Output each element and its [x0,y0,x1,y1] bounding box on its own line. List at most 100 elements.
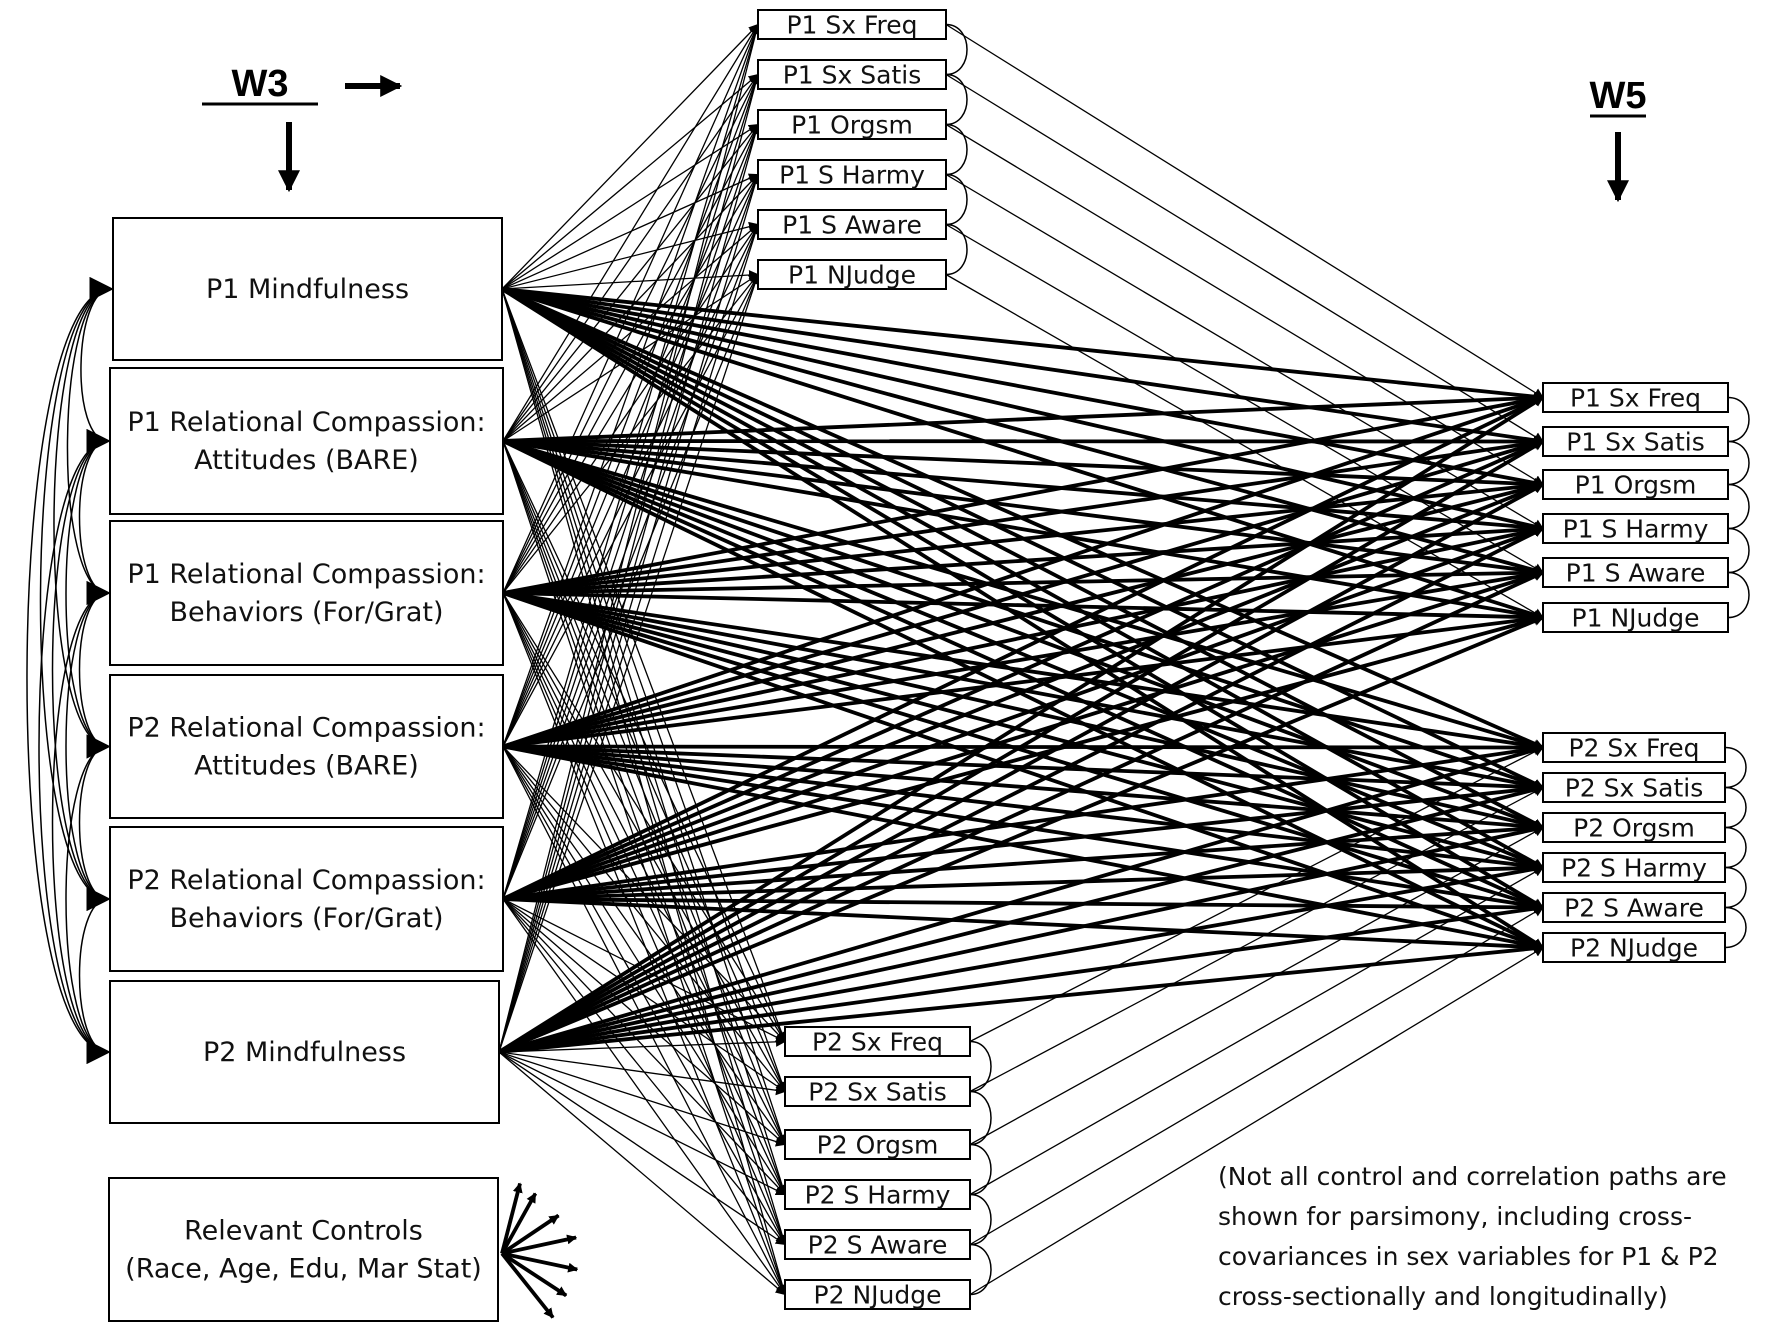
stability-p2-5 [969,906,1544,1246]
path-pred1-w3p2-1 [501,288,787,1043]
path-pred4-w3p1-2 [502,73,760,747]
path-pred1-w5p1-4 [501,287,1544,532]
residual-cov-0-2 [945,123,968,176]
predictor-cov-1-5 [39,277,114,911]
predictor-p1-beh-label-2: Behaviors (For/Grat) [169,597,443,628]
residual-cov-2-1 [1727,440,1750,486]
w3-p2-outcome-4-label: P2 S Harmy [805,1181,951,1210]
path-pred1-w3p1-1 [501,23,759,290]
path-pred3-w5p1-4 [502,524,1544,595]
path-pred3-w3p2-6 [502,592,787,1296]
path-pred4-w5p1-6 [502,613,1544,749]
stability-p1-5 [945,223,1544,574]
controls-box-label-1: Relevant Controls [184,1216,423,1247]
path-pred5-w5p2-2 [502,783,1544,901]
path-edges [497,23,1545,1319]
w5-p1-outcome-1: P1 Sx Freq [1542,382,1729,413]
w3-p1-outcome-5-label: P1 S Aware [782,211,922,240]
residual-cov-3-2 [1724,826,1747,869]
w5-p2-outcome-3: P2 Orgsm [1542,812,1726,843]
path-pred6-w5p2-2 [498,784,1544,1054]
note-line-1: (Not all control and correlation paths a… [1218,1162,1727,1191]
w5-p2-outcome-4-frame [1542,852,1726,883]
residual-cov-3-3 [1724,866,1747,909]
path-pred1-w5p1-3 [501,287,1544,488]
control-arrow-4 [501,1234,578,1256]
path-pred1-w3p2-2 [501,288,787,1093]
residual-cov-0-0 [945,23,968,76]
path-pred3-w5p1-5 [502,567,1544,595]
path-pred5-w3p1-4 [502,173,760,900]
path-pred5-w5p1-3 [502,482,1544,901]
predictor-p2-beh-label-1: P2 Relational Compassion: [127,865,485,896]
path-pred6-w3p2-5 [498,1051,786,1246]
predictor-p1-beh-label-1: P1 Relational Compassion: [127,559,485,590]
path-pred4-w5p2-3 [502,744,1544,832]
path-pred4-w5p1-2 [502,439,1544,749]
path-pred5-w5p1-6 [502,615,1544,901]
w3-label: W3 [232,63,289,105]
path-pred6-w3p1-6 [498,273,760,1053]
predictor-p1-att: P1 Relational Compassion:Attitudes (BARE… [109,367,504,515]
path-pred6-w3p2-2 [498,1051,786,1096]
path-pred6-w3p2-1 [498,1036,786,1053]
w3-p2-outcome-3-frame [784,1129,971,1160]
controls-box-frame [108,1177,499,1322]
residual-cov-3-1 [1724,786,1747,829]
w3-p1-outcome-3-frame [757,109,947,140]
w5-p1-outcome-4-frame [1542,513,1729,544]
path-pred3-w5p2-6 [502,591,1544,950]
path-pred1-w5p1-2 [501,287,1544,446]
w3-p2-outcome-2: P2 Sx Satis [784,1076,971,1107]
path-pred6-w3p2-3 [498,1051,786,1147]
path-pred4-w5p2-6 [502,744,1544,951]
note-line-2: shown for parsimony, including cross- [1218,1202,1692,1231]
note-line-3: covariances in sex variables for P1 & P2 [1218,1242,1719,1271]
w3-p2-outcome-2-label: P2 Sx Satis [808,1078,947,1107]
w3-p1-outcome-1: P1 Sx Freq [757,9,947,40]
w5-p2-outcome-3-frame [1542,812,1726,843]
path-pred5-w5p2-3 [502,823,1544,901]
w5-p2-outcome-1-frame [1542,732,1726,763]
residual-cov-2-4 [1727,571,1750,619]
stability-p2-4 [969,866,1544,1196]
path-pred5-w3p2-2 [502,898,786,1093]
w5-p1-outcome-2: P1 Sx Satis [1542,426,1729,457]
residual-cov-2-0 [1727,396,1750,443]
w3-p1-outcome-5: P1 S Aware [757,209,947,240]
w3-p1-outcome-4: P1 S Harmy [757,159,947,190]
path-pred6-w5p1-3 [498,482,1544,1054]
w3-p2-outcome-6-frame [784,1279,971,1310]
w5-p2-outcome-6-label: P2 NJudge [1570,934,1698,963]
path-pred2-w5p1-1 [502,392,1544,443]
predictor-p2-mind-frame [109,980,500,1124]
stability-p1-2 [945,73,1544,443]
path-pred1-w3p1-2 [501,73,759,290]
w5-p1-outcome-5-frame [1542,557,1729,588]
w3-p1-outcome-6-label: P1 NJudge [788,261,916,290]
residual-cov-1-3 [969,1193,992,1246]
path-pred5-w3p2-6 [502,898,786,1296]
parsimony-note: (Not all control and correlation paths a… [1218,1162,1727,1311]
control-arrow-7 [500,1252,555,1319]
path-pred1-w5p2-3 [501,287,1544,830]
path-pred1-w3p1-3 [501,123,759,290]
stability-p1-1 [945,23,1544,399]
w5-p1-outcome-2-frame [1542,426,1729,457]
covariance-curves [26,23,1750,1296]
w3-p1-outcome-1-label: P1 Sx Freq [786,11,917,40]
w3-p2-outcome-5-frame [784,1229,971,1260]
path-pred5-w5p1-1 [502,395,1544,901]
path-pred6-w5p1-5 [498,570,1544,1054]
w3-p1-outcome-3: P1 Orgsm [757,109,947,140]
predictor-p2-beh-frame [109,826,504,972]
path-pred3-w5p1-2 [502,437,1544,595]
w3-p2-outcome-3-label: P2 Orgsm [817,1131,939,1160]
path-pred4-w3p2-3 [502,746,786,1146]
predictor-p2-att-label-1: P2 Relational Compassion: [127,713,485,744]
path-pred6-w5p1-4 [498,526,1544,1054]
residual-cov-0-1 [945,73,968,126]
w5-p2-outcome-2-label: P2 Sx Satis [1565,774,1704,803]
w5-p2-outcome-1: P2 Sx Freq [1542,732,1726,763]
